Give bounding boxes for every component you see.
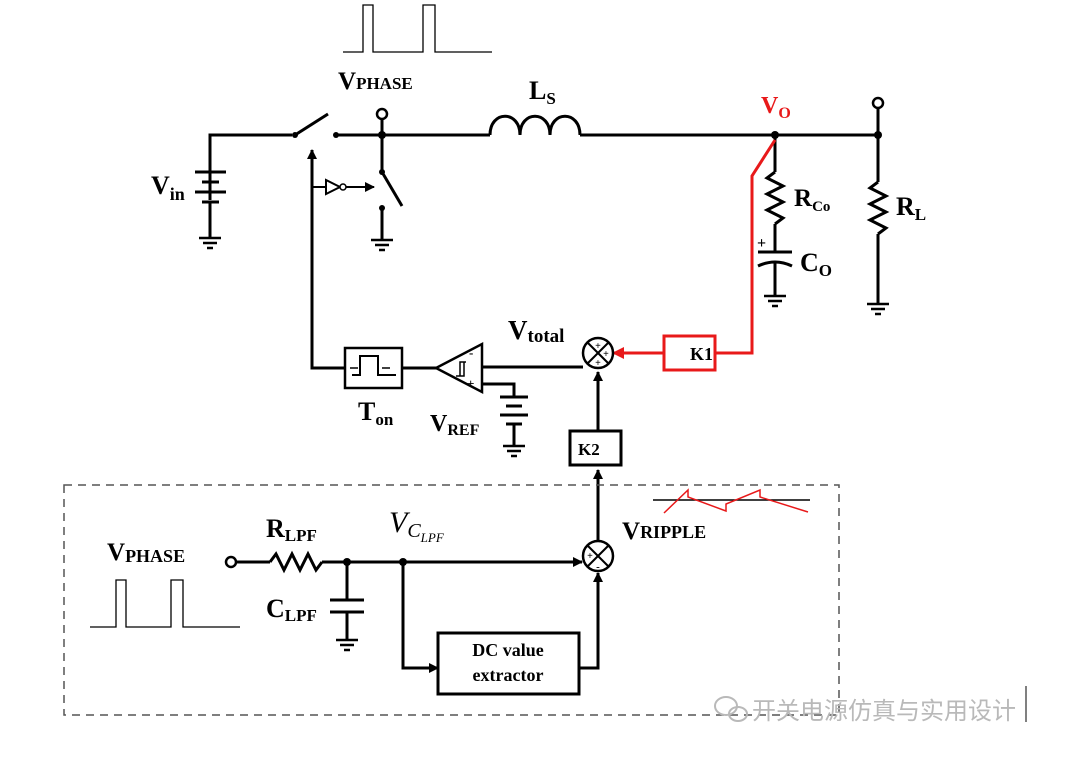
k2-block: [568, 429, 623, 467]
ripple-waveform: [653, 488, 810, 514]
vclpf-label: VCLPF: [389, 506, 445, 545]
comparator-icon: - +: [433, 341, 484, 395]
sum-top-plus-top: +: [595, 341, 601, 352]
ls-label: LS: [529, 76, 556, 108]
resistor-icon: [268, 550, 324, 574]
co-label: CO: [800, 248, 832, 280]
rco-label: RCo: [794, 185, 830, 215]
phase-waveform-bottom: [90, 579, 240, 628]
rl-label: RL: [896, 192, 926, 224]
svg-text:+: +: [757, 235, 766, 252]
capacitor-icon: [330, 598, 364, 614]
sum-top-plus-right: +: [603, 349, 609, 360]
vtotal-label: Vtotal: [508, 315, 564, 347]
resistor-icon: [763, 170, 787, 226]
sum-top-plus-bottom: +: [595, 358, 601, 369]
ground-icon: [867, 302, 889, 316]
sum-bottom-plus: +: [587, 551, 593, 562]
svg-text:+: +: [467, 376, 474, 391]
ground-icon: [199, 236, 221, 250]
vripple-label: VRIPPLE: [622, 518, 706, 545]
watermark-text: 开关电源仿真与实用设计: [752, 697, 1016, 725]
ripple-injection-frame: [63, 484, 840, 716]
ton-label: Ton: [358, 397, 394, 429]
summing-junction-icon: [581, 336, 615, 370]
wechat-icon: [714, 696, 748, 722]
sum-bottom-minus: -: [596, 561, 600, 573]
clpf-label: CLPF: [266, 594, 317, 625]
dc-extractor-line1: DC value: [472, 640, 544, 660]
vphase-terminal-top: [375, 107, 389, 121]
ground-icon: [371, 238, 393, 252]
vo-label: VO: [761, 93, 791, 122]
k2-label: K2: [578, 440, 600, 459]
resistor-icon: [866, 180, 890, 236]
battery-icon: [500, 395, 528, 446]
feedback-wire-vo: [715, 139, 777, 355]
vphase-top-label: VPHASE: [338, 68, 413, 95]
svg-text:-: -: [469, 345, 473, 360]
vref-label: VREF: [430, 411, 480, 439]
switch-icon: [379, 171, 404, 240]
one-shot-timer-icon: [343, 346, 404, 390]
inductor-icon: [488, 114, 582, 136]
ground-icon: [503, 444, 525, 458]
vin-source: [195, 133, 292, 238]
k1-block: [662, 334, 717, 372]
dc-value-extractor: [436, 631, 581, 696]
buffer-icon: [312, 178, 375, 196]
ground-icon: [336, 638, 358, 652]
dc-extractor-line2: extractor: [473, 665, 544, 685]
k1-label: K1: [690, 344, 713, 364]
vphase-terminal-bottom: [224, 555, 238, 569]
output-terminal: [871, 96, 885, 110]
rlpf-label: RLPF: [266, 514, 317, 545]
vin-label: Vin: [151, 171, 185, 204]
phase-waveform-top: [343, 4, 492, 53]
vphase-bottom-label: VPHASE: [107, 539, 185, 566]
ground-icon: [764, 294, 786, 308]
summing-junction-icon: [581, 539, 615, 573]
switch-icon: [292, 112, 382, 138]
